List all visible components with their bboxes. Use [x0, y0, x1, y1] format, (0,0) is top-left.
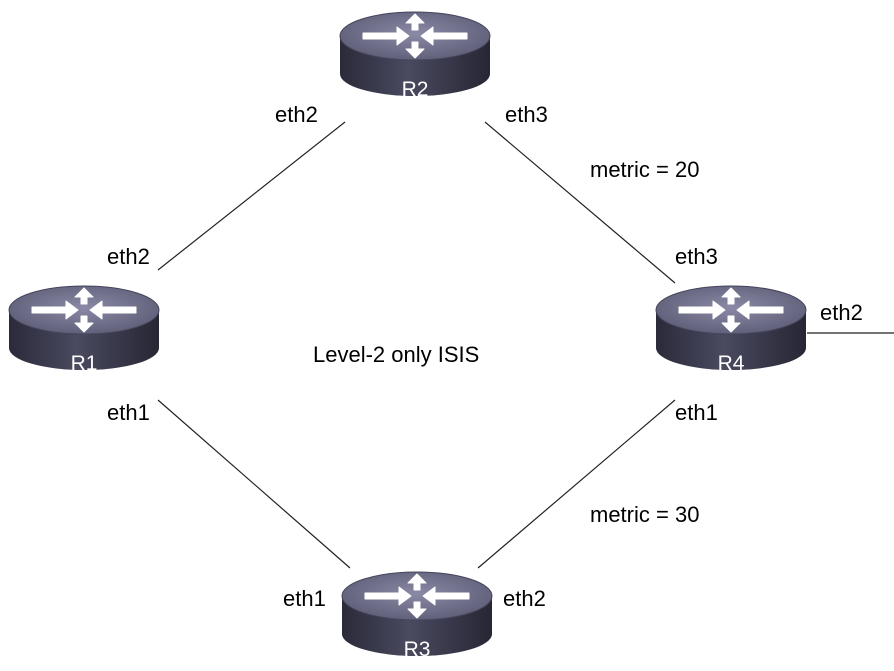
- r3-eth1-label: eth1: [283, 586, 326, 611]
- protocol-label: Level-2 only ISIS: [313, 342, 479, 367]
- router-label-r2: R2: [402, 78, 429, 101]
- router-label-r4: R4: [718, 352, 745, 375]
- r1-eth1-label: eth1: [107, 400, 150, 425]
- router-r1[interactable]: R1: [8, 285, 160, 375]
- router-label-r3: R3: [404, 638, 431, 661]
- router-r3[interactable]: R3: [341, 571, 493, 661]
- router-r4[interactable]: R4: [655, 285, 807, 375]
- r4-eth1-label: eth1: [675, 400, 718, 425]
- link-r3-r4: [477, 399, 676, 569]
- router-label-r1: R1: [71, 352, 98, 375]
- link-r1-r2: [157, 121, 346, 271]
- metric-r3-r4: metric = 30: [590, 502, 699, 527]
- r1-eth2-label: eth2: [107, 244, 150, 269]
- link-r2-r4: [484, 121, 676, 284]
- metric-r2-r4: metric = 20: [590, 157, 699, 182]
- r4-eth3-label: eth3: [675, 244, 718, 269]
- r3-eth2-label: eth2: [503, 586, 546, 611]
- r4-eth2-label: eth2: [820, 300, 863, 325]
- r2-eth3-label: eth3: [505, 102, 548, 127]
- router-r2[interactable]: R2: [339, 11, 491, 101]
- r2-eth2-label: eth2: [275, 102, 318, 127]
- link-r1-r3: [157, 399, 351, 569]
